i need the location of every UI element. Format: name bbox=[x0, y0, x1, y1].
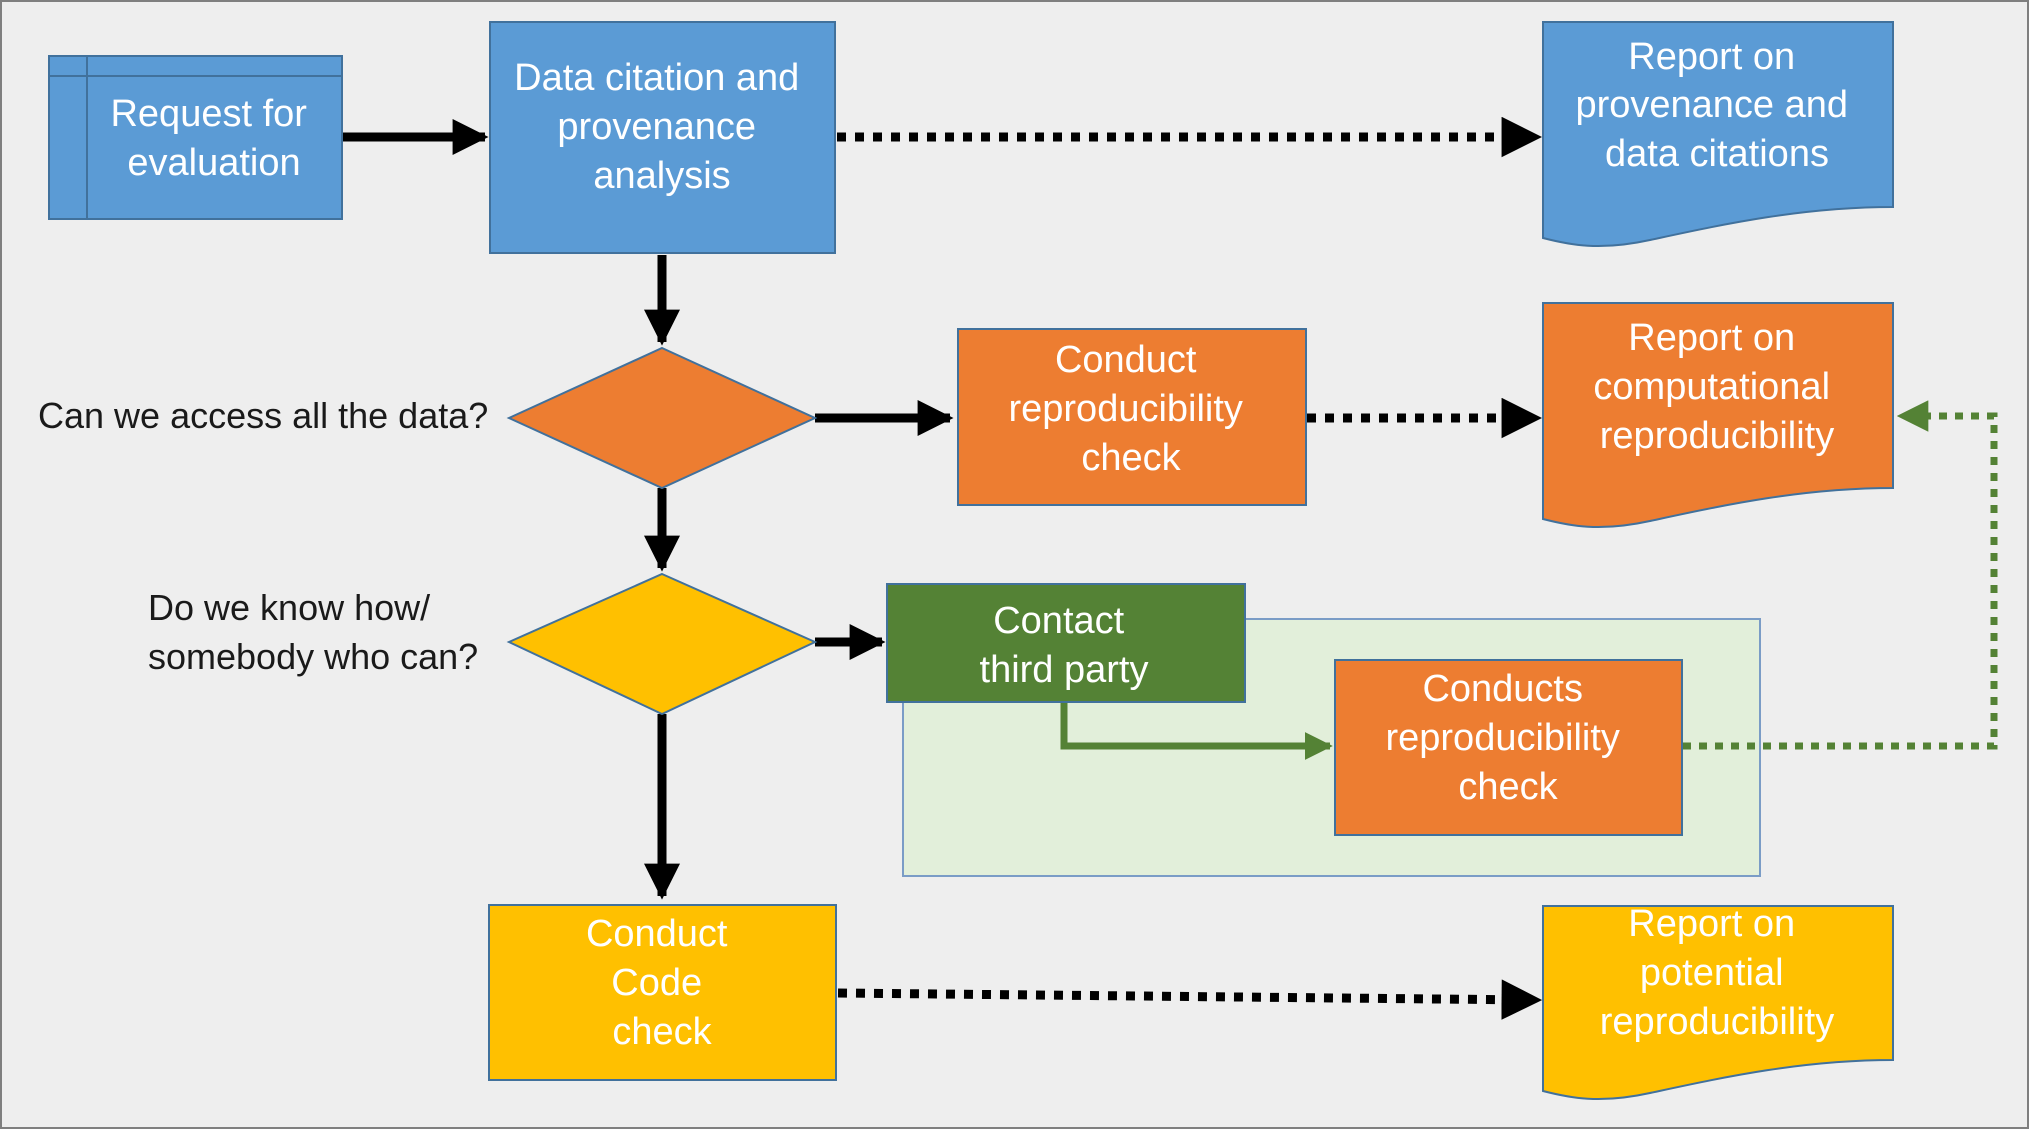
arrow-thirdparty-to-report bbox=[1683, 400, 1998, 750]
conduct-code-node bbox=[488, 904, 837, 1081]
report-computational-node bbox=[1542, 302, 1894, 529]
arrow-contact-to-thirdparty bbox=[1060, 703, 1333, 760]
conduct-code-label: Conduct Code check bbox=[586, 913, 738, 1053]
knowhow-decision bbox=[506, 572, 818, 716]
access-question: Can we access all the data? bbox=[38, 395, 488, 436]
conduct-repro-node bbox=[957, 328, 1307, 506]
analysis-node bbox=[489, 21, 836, 254]
contact-third-party-label: Contact third party bbox=[980, 600, 1149, 691]
third-party-repro-node bbox=[1334, 659, 1683, 836]
report-provenance-node bbox=[1542, 21, 1894, 248]
report-potential-label: Report on potential reproducibility bbox=[1600, 903, 1834, 1043]
arrow-code-to-report bbox=[837, 979, 1543, 1020]
contact-third-party-node bbox=[886, 583, 1246, 703]
report-provenance-label: Report on provenance and data citations bbox=[1575, 36, 1858, 175]
request-node bbox=[48, 55, 343, 220]
access-decision bbox=[506, 346, 818, 490]
third-party-repro-label: Conducts reproducibility check bbox=[1385, 668, 1630, 808]
report-computational-label: Report on computational reproducibility bbox=[1593, 317, 1840, 457]
conduct-repro-label: Conduct reproducibility check bbox=[1008, 339, 1253, 479]
request-label: Request for evaluation bbox=[110, 93, 317, 184]
knowhow-question: Do we know how/ somebody who can? bbox=[148, 587, 478, 677]
report-potential-node bbox=[1542, 905, 1894, 1101]
analysis-label: Data citation and provenance analysis bbox=[514, 57, 810, 197]
